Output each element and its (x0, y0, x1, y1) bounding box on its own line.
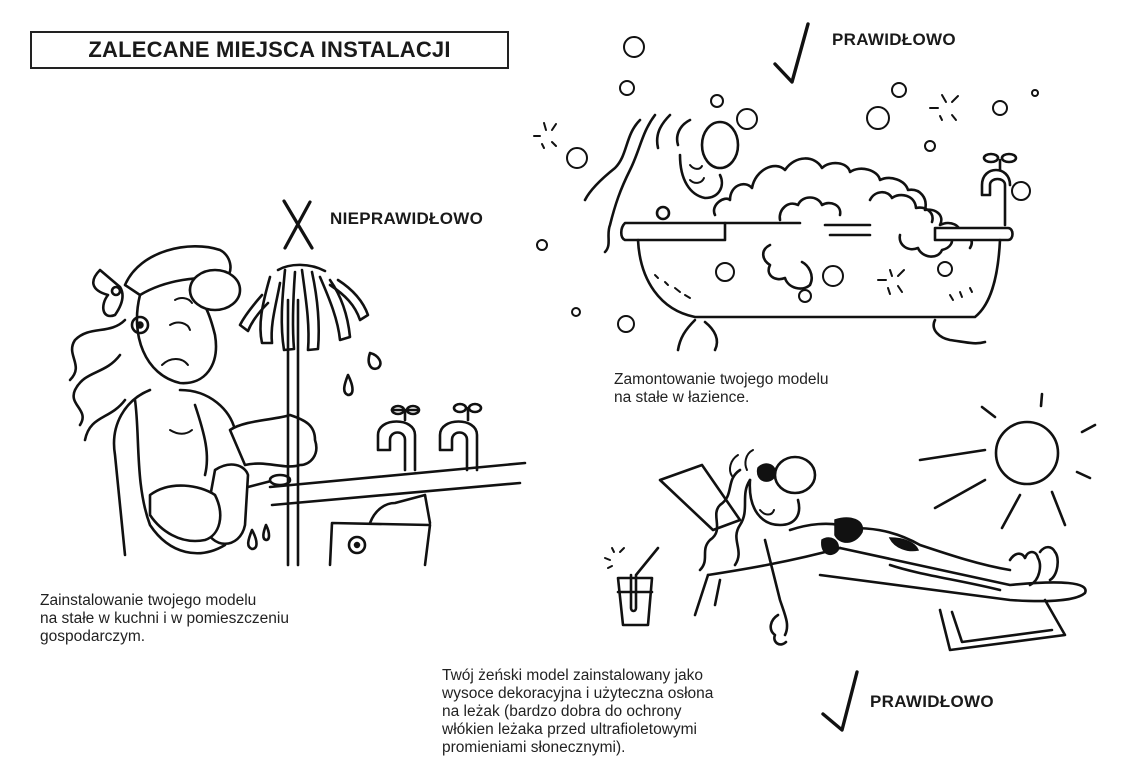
caption-bathroom: Zamontowanie twojego modelu na stałe w ł… (614, 371, 829, 407)
checkmark-icon (821, 670, 859, 732)
caption-line: Zamontowanie twojego modelu (614, 371, 829, 388)
sunbed-illustration (604, 392, 1097, 652)
page-title: ZALECANE MIEJSCA INSTALACJI (30, 31, 509, 69)
cross-icon (282, 199, 314, 250)
caption-line: na stałe w łazience. (614, 389, 750, 406)
caption-line: Zainstalowanie twojego modelu (40, 592, 257, 609)
verdict-correct-bathroom: PRAWIDŁOWO (832, 30, 956, 49)
caption-sunbed: Twój żeński model zainstalowany jako wys… (442, 667, 713, 757)
caption-line: gospodarczym. (40, 628, 146, 645)
caption-kitchen: Zainstalowanie twojego modelu na stałe w… (40, 592, 289, 646)
verdict-incorrect-kitchen: NIEPRAWIDŁOWO (330, 209, 484, 228)
caption-line: Twój żeński model zainstalowany jako (442, 667, 704, 684)
bathroom-illustration (533, 36, 1039, 352)
kitchen-illustration (68, 245, 527, 567)
checkmark-icon (773, 22, 810, 84)
caption-line: wysoce dekoracyjna i użyteczna osłona (442, 685, 714, 702)
caption-line: włókien leżaka przed ultrafioletowymi (442, 721, 698, 738)
caption-line: na stałe w kuchni i w pomieszczeniu (40, 610, 289, 627)
verdict-correct-sunbed: PRAWIDŁOWO (870, 692, 994, 711)
caption-line: promieniami słonecznymi). (442, 739, 626, 756)
caption-line: na leżak (bardzo dobra do ochrony (442, 703, 682, 720)
